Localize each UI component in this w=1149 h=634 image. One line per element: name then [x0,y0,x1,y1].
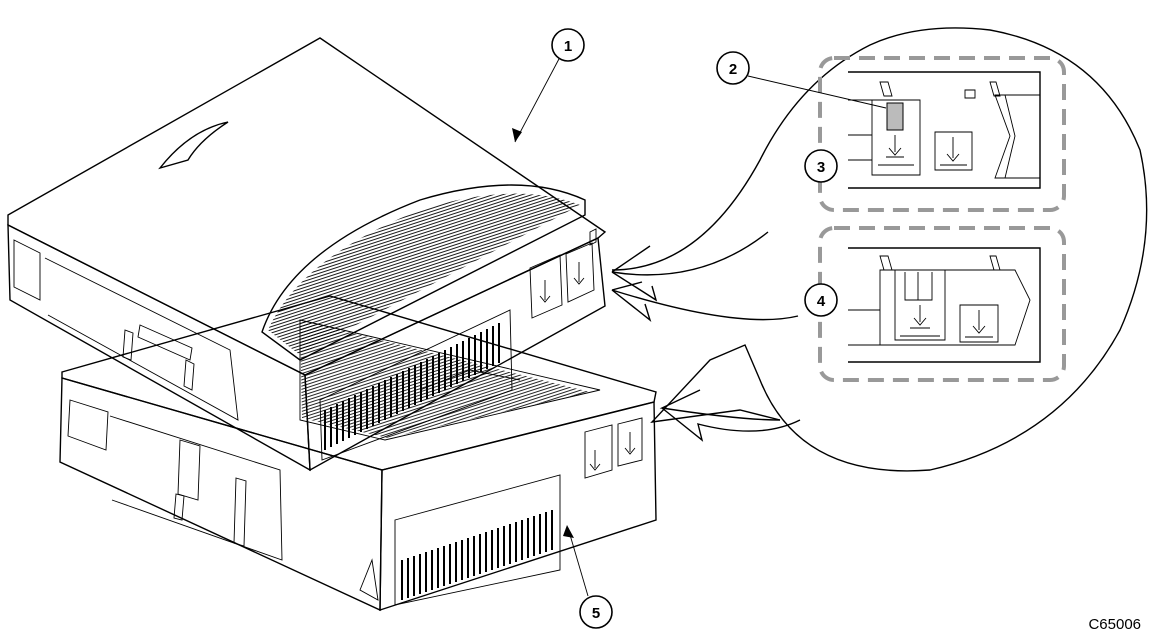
svg-text:5: 5 [592,605,600,622]
svg-text:1: 1 [564,38,572,55]
lower-cartridge [59,295,657,612]
svg-text:4: 4 [817,293,826,310]
detail-box-locked [818,56,1066,212]
lower-barcode [401,510,553,600]
svg-text:2: 2 [729,61,737,78]
callout-3: 3 [804,149,838,183]
detail-magnifier [611,27,1148,472]
upper-cartridge [7,37,607,472]
upper-barcode [324,323,500,450]
svg-text:3: 3 [817,159,825,176]
callout-2: 2 [716,51,887,109]
figure-id: C65006 [1088,616,1141,633]
detail-box-unlocked [818,226,1066,382]
callout-5: 5 [563,525,613,629]
callout-1: 1 [512,28,585,143]
callout-4: 4 [804,283,838,317]
